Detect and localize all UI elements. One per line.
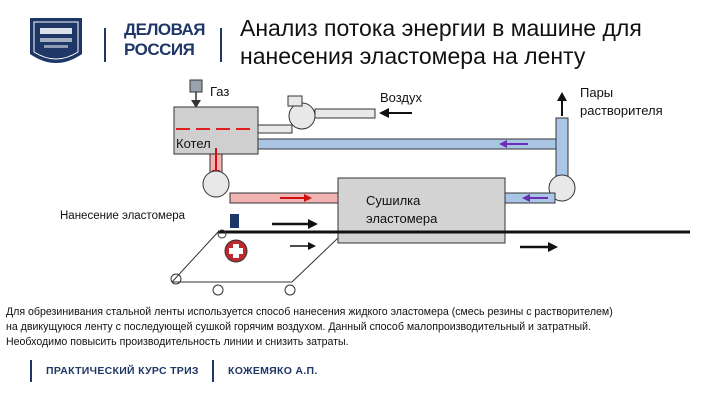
dryer-label-line-1: Сушилка [366,193,421,208]
gas-injector [189,79,203,93]
vapor-label-line-2: растворителя [580,103,663,118]
page-title: Анализ потока энергии в машине для нанес… [240,14,710,70]
footer-separator-right [212,360,214,382]
description: Для обрезинивания стальной ленты использ… [6,305,714,350]
header-separator-right [220,28,222,62]
boiler-label: Котел [176,136,211,151]
emblem-logo [30,18,82,63]
vapor-label-line-1: Пары [580,85,614,100]
footer-author: КОЖЕМЯКО А.П. [228,365,318,377]
applicator-nozzle [230,214,239,228]
energy-flow-diagram [170,79,690,296]
footer-course: ПРАКТИЧЕСКИЙ КУРС ТРИЗ [46,365,199,377]
dryer-label: Сушилка эластомера [366,192,437,228]
description-line-1: Для обрезинивания стальной ленты использ… [6,306,613,318]
header-separator-left [104,28,106,62]
application-label: Нанесение эластомера [60,210,186,222]
air-blower [288,102,316,130]
title-line-2: нанесения эластомера на ленту [240,43,586,69]
description-line-3: Необходимо повысить производительность л… [6,336,349,348]
footer-separator-left [30,360,32,382]
vapor-label: Пары растворителя [580,84,663,120]
brand-line-1: ДЕЛОВАЯ [124,20,206,39]
description-line-2: на двикущуюся ленту с последующей сушкой… [6,321,592,333]
dryer-label-line-2: эластомера [366,211,438,226]
title-line-1: Анализ потока энергии в машине для [240,15,642,41]
brand-logo: ДЕЛОВАЯ РОССИЯ [124,20,214,68]
gas-label: Газ [210,84,230,99]
brand-line-2: РОССИЯ [124,40,195,59]
air-label: Воздух [380,90,423,105]
boiler [173,106,259,155]
